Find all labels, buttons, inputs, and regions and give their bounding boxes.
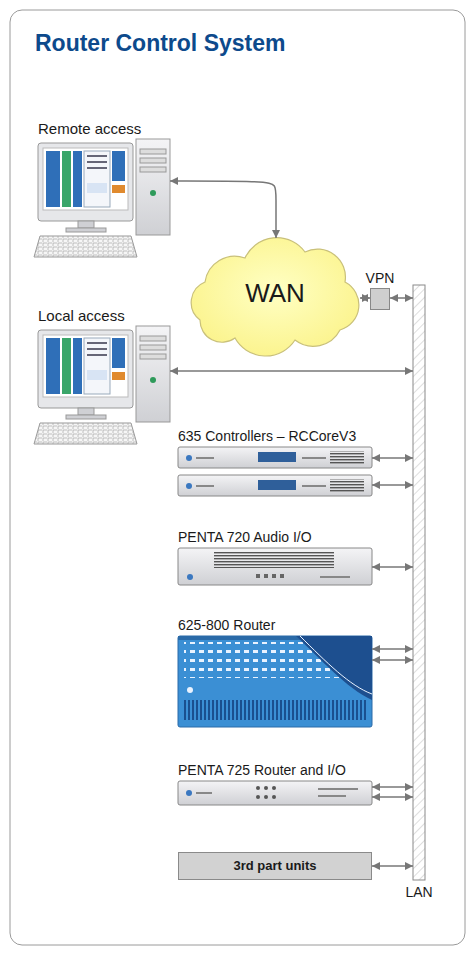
router-unit bbox=[178, 636, 372, 727]
cloud-node: WAN bbox=[190, 238, 360, 350]
audio-io-unit bbox=[178, 548, 372, 585]
wan-cloud bbox=[191, 238, 359, 356]
device-node: 625-800 Router bbox=[178, 636, 372, 727]
connector-arrow bbox=[372, 659, 413, 661]
router-unit bbox=[184, 700, 366, 720]
node-label: LAN bbox=[405, 884, 432, 900]
connector-arrow bbox=[360, 297, 370, 299]
router-io-unit bbox=[186, 790, 192, 796]
audio-io-unit bbox=[214, 552, 334, 568]
node-label: PENTA 720 Audio I/O bbox=[178, 529, 312, 545]
router-unit bbox=[300, 636, 372, 694]
illustration bbox=[34, 326, 170, 444]
illustration bbox=[178, 447, 372, 468]
lan-bar bbox=[413, 285, 425, 880]
connector-arrow bbox=[372, 865, 413, 867]
router-io-unit bbox=[264, 786, 268, 790]
router-io-unit bbox=[196, 792, 212, 794]
illustration bbox=[34, 139, 170, 257]
audio-io-unit bbox=[256, 574, 260, 578]
router-io-unit bbox=[256, 786, 260, 790]
node-label: PENTA 725 Router and I/O bbox=[178, 762, 346, 778]
router-io-unit bbox=[264, 795, 268, 799]
node-label: Local access bbox=[38, 307, 125, 324]
audio-io-unit bbox=[272, 574, 276, 578]
audio-io-unit bbox=[187, 574, 193, 580]
lan-bus: LAN bbox=[413, 285, 425, 880]
connector-arrow bbox=[170, 370, 413, 372]
connector-arrow bbox=[390, 297, 413, 299]
node-label: Remote access bbox=[38, 120, 141, 137]
connector-arrow bbox=[372, 796, 413, 798]
router-io-unit bbox=[272, 786, 276, 790]
router-unit bbox=[178, 636, 372, 727]
connector-arrow bbox=[372, 786, 413, 788]
node-label: VPN bbox=[366, 270, 395, 286]
illustration bbox=[10, 10, 465, 945]
node-text: 3rd part units bbox=[233, 859, 316, 874]
node-label: 635 Controllers – RCCoreV3 bbox=[178, 428, 356, 444]
illustration bbox=[178, 475, 372, 496]
device-node: 635 Controllers – RCCoreV3 bbox=[178, 447, 372, 496]
audio-io-unit bbox=[264, 574, 268, 578]
router-io-unit bbox=[256, 795, 260, 799]
router-io-unit bbox=[318, 795, 346, 797]
node-label: 625-800 Router bbox=[178, 617, 275, 633]
device-node: PENTA 720 Audio I/O bbox=[178, 548, 372, 585]
audio-io-unit bbox=[280, 574, 284, 578]
audio-io-unit bbox=[320, 576, 350, 578]
connector-arrow bbox=[372, 484, 413, 486]
audio-io-unit bbox=[178, 548, 372, 585]
router-io-unit bbox=[178, 781, 372, 805]
router-unit bbox=[187, 687, 193, 693]
diagram-title: Router Control System bbox=[35, 30, 285, 57]
computer-node: Remote access bbox=[38, 140, 170, 255]
node-text: WAN bbox=[245, 279, 305, 309]
computer-node: Local access bbox=[38, 327, 170, 442]
device-node: PENTA 725 Router and I/O bbox=[178, 781, 372, 805]
connector-arrow bbox=[372, 566, 413, 568]
connector-arrow bbox=[372, 648, 413, 650]
router-io-unit bbox=[318, 788, 358, 790]
connector-arrow bbox=[372, 457, 413, 459]
device-box: 3rd part units bbox=[178, 852, 372, 880]
router-io-unit bbox=[178, 781, 372, 805]
router-io-unit bbox=[272, 795, 276, 799]
connector-arrow bbox=[170, 181, 276, 238]
router-unit bbox=[296, 636, 372, 700]
vpn-box: VPN bbox=[370, 288, 390, 310]
